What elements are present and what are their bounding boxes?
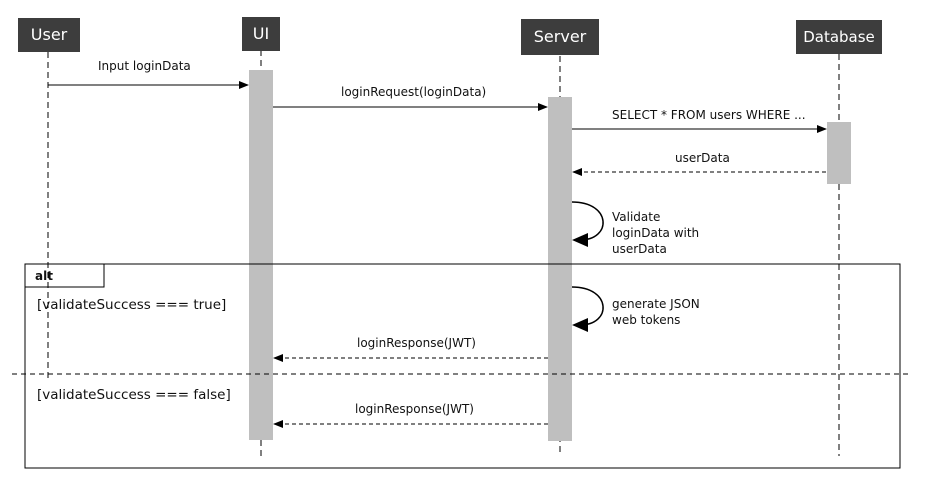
activation-ui [249,70,273,440]
label-login-response-false: loginResponse(JWT) [355,402,474,416]
label-input-login: Input loginData [98,59,191,73]
actor-user: User [18,18,80,52]
arrow-self-validate [571,201,604,247]
alt-frame [24,263,901,469]
activation-database [827,122,851,184]
alt-operator: alt [35,269,53,283]
actor-database: Database [796,20,882,54]
label-login-request: loginRequest(loginData) [341,85,487,99]
actor-ui: UI [242,17,280,51]
arrow-self-generate [571,286,604,332]
guard-true: [validateSuccess === true] [37,297,227,313]
actor-server: Server [521,19,599,55]
label-generate-jwt: generate JSON web tokens [612,297,700,327]
alt-frame-tab [25,263,105,288]
label-select-query: SELECT * FROM users WHERE ... [612,108,806,122]
label-validate: Validate loginData with userData [612,210,700,256]
guard-false: [validateSuccess === false] [37,387,231,403]
activation-server [548,97,572,441]
label-user-data: userData [675,151,730,165]
label-login-response-true: loginResponse(JWT) [357,336,476,350]
